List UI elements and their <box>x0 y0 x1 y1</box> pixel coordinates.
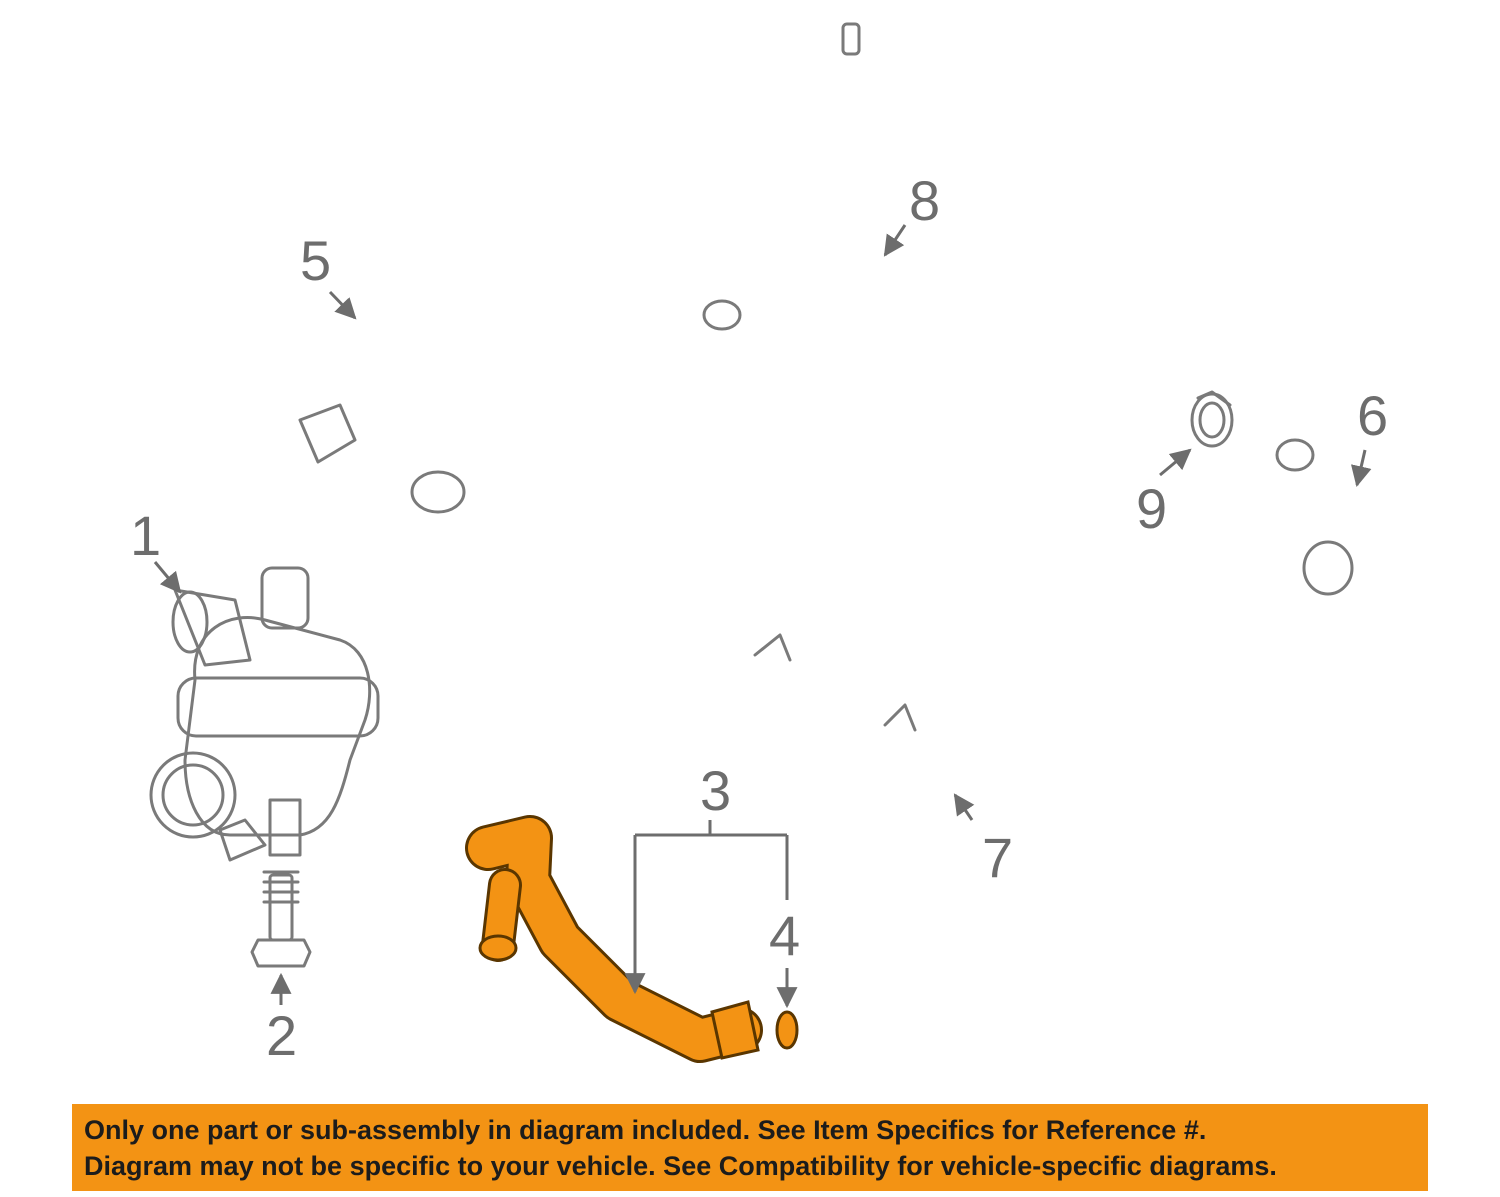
callout-2: 2 <box>266 1004 297 1067</box>
part-2-bolt <box>250 870 312 968</box>
part-4-o-ring <box>775 1010 799 1050</box>
part-6-hose <box>1275 438 1387 596</box>
part-8-line <box>787 22 1103 381</box>
callout-7: 7 <box>982 826 1013 889</box>
notice-line-2: Diagram may not be specific to your vehi… <box>84 1151 1277 1181</box>
leader-lines <box>153 224 1372 1006</box>
callout-6: 6 <box>1357 384 1388 447</box>
notice-line-1: Only one part or sub-assembly in diagram… <box>84 1115 1207 1145</box>
callout-3: 3 <box>700 759 731 822</box>
callout-4: 4 <box>769 904 800 967</box>
part-9-clamp <box>1190 390 1234 448</box>
notice-banner: Only one part or sub-assembly in diagram… <box>72 1104 1428 1191</box>
part-5-hose <box>298 318 466 514</box>
callout-1: 1 <box>130 504 161 567</box>
callout-8: 8 <box>909 169 940 232</box>
part-3-coolant-pipe <box>465 815 763 1063</box>
callout-9: 9 <box>1136 477 1167 540</box>
part-7-pipe <box>668 299 1152 784</box>
part-1-water-pump <box>149 566 380 862</box>
callout-5: 5 <box>300 229 331 292</box>
